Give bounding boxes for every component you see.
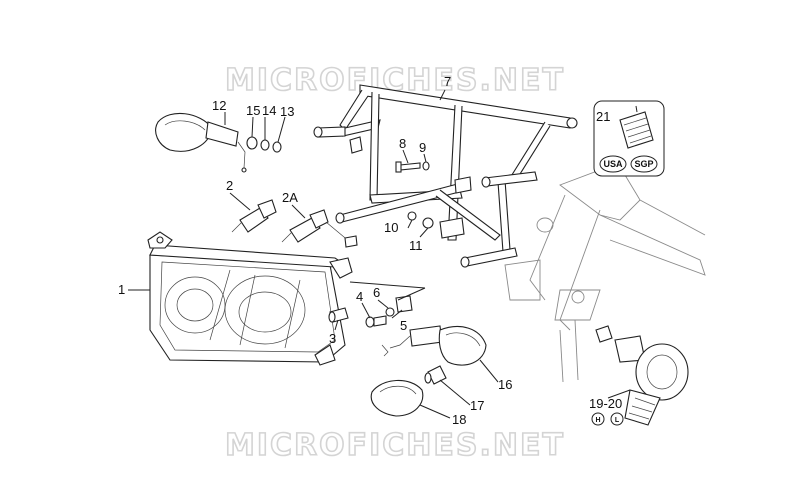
bulb-2a bbox=[281, 209, 358, 248]
lens-18 bbox=[370, 379, 424, 417]
callout-15: 15 bbox=[246, 103, 260, 118]
turn-signal-16 bbox=[381, 325, 487, 366]
callout-7: 7 bbox=[444, 74, 451, 89]
headlight-bracket-frame bbox=[313, 84, 578, 268]
callout-9: 9 bbox=[419, 140, 426, 155]
sgp-badge bbox=[630, 155, 658, 173]
screw-3 bbox=[328, 307, 349, 323]
callout-6: 6 bbox=[373, 285, 380, 300]
callout-leader-lines bbox=[128, 89, 631, 419]
washers-10-11 bbox=[407, 211, 434, 229]
callout-2: 2 bbox=[226, 178, 233, 193]
l-badge bbox=[610, 412, 624, 426]
bulb-17 bbox=[424, 365, 447, 385]
watermark-bottom: MICROFICHES.NET bbox=[225, 428, 565, 463]
callout-12: 12 bbox=[212, 98, 226, 113]
callout-13: 13 bbox=[280, 104, 294, 119]
callout-16: 16 bbox=[498, 377, 512, 392]
callout-8: 8 bbox=[399, 136, 406, 151]
callout-5: 5 bbox=[400, 318, 407, 333]
usa-badge bbox=[599, 155, 627, 173]
callout-21: 21 bbox=[596, 109, 610, 124]
callout-10: 10 bbox=[384, 220, 398, 235]
callout-2a: 2A bbox=[282, 190, 298, 205]
headlight-assembly bbox=[147, 231, 353, 366]
callout-18: 18 bbox=[452, 412, 466, 427]
horn-19-20 bbox=[595, 325, 689, 426]
callout-17: 17 bbox=[470, 398, 484, 413]
fasteners-13-14-15 bbox=[246, 136, 282, 153]
bolt-and-washer-8-9 bbox=[395, 161, 430, 173]
callout-14: 14 bbox=[262, 103, 276, 118]
usa-badge-label: USA bbox=[603, 159, 623, 169]
watermark-top: MICROFICHES.NET bbox=[225, 63, 565, 98]
callout-1: 1 bbox=[118, 282, 125, 297]
bulb-2 bbox=[231, 199, 277, 233]
callout-11: 11 bbox=[409, 238, 423, 253]
sgp-badge-label: SGP bbox=[634, 159, 653, 169]
inset-box-part-21: USA SGP bbox=[593, 100, 665, 177]
front-turn-signal-12 bbox=[155, 112, 247, 173]
h-badge bbox=[591, 412, 605, 426]
callout-19-20: 19-20 bbox=[589, 396, 622, 411]
h-badge-label: H bbox=[595, 417, 600, 424]
fasteners-4-5-6 bbox=[365, 295, 413, 328]
l-badge-label: L bbox=[615, 417, 620, 424]
variant-badges: H L bbox=[591, 412, 624, 426]
callout-4: 4 bbox=[356, 289, 363, 304]
callout-3: 3 bbox=[329, 331, 336, 346]
